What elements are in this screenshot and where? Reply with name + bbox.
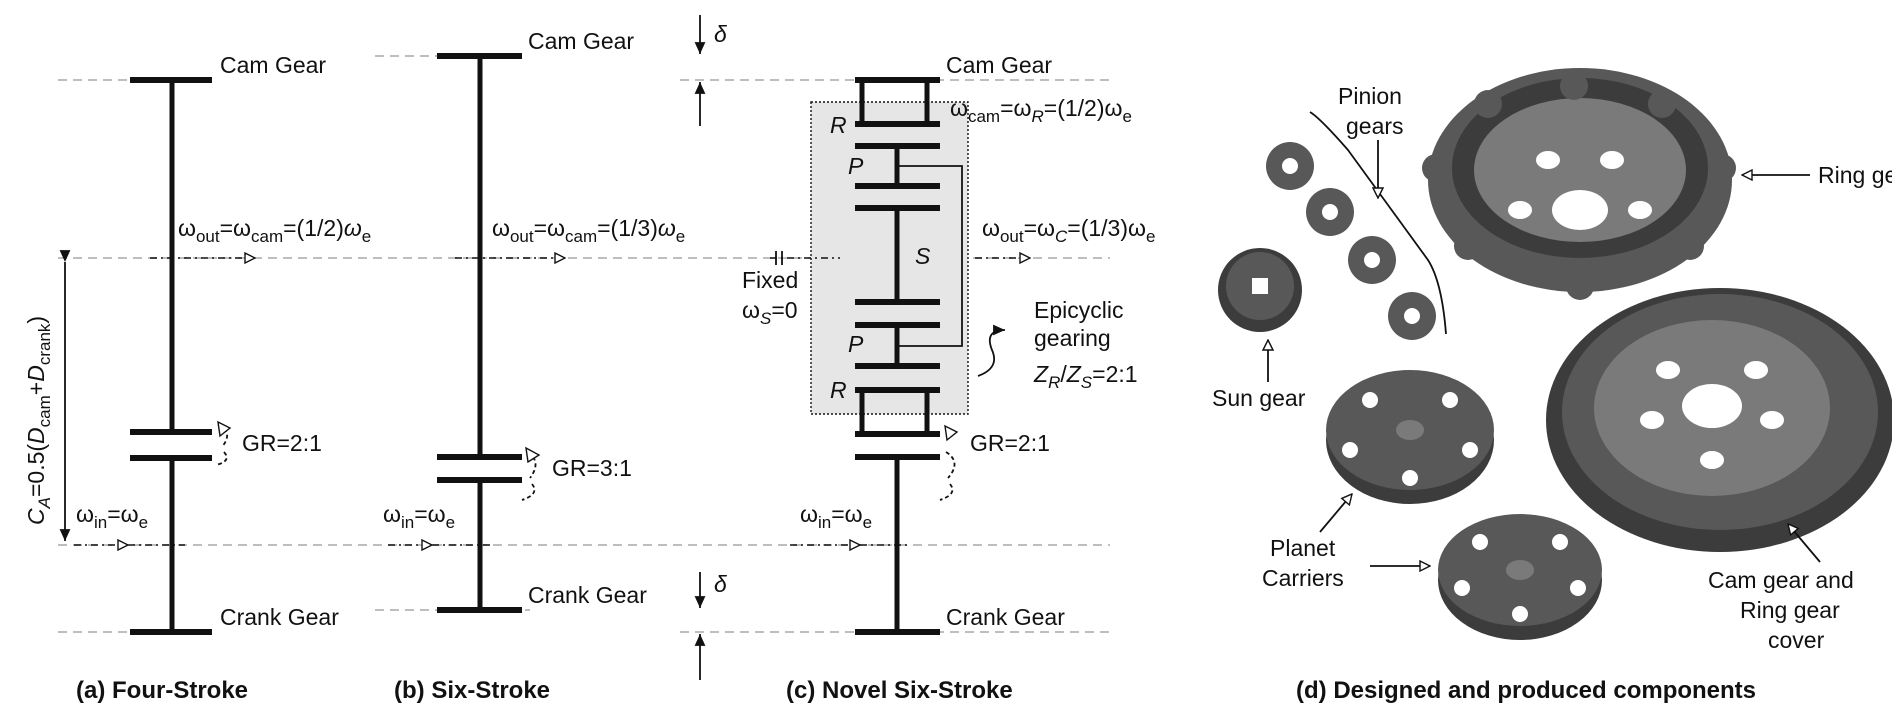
gear-ratio-label-a: GR=2:1 [242, 430, 322, 456]
crank-gear-label-b: Crank Gear [528, 582, 647, 608]
planet-carrier-part-2 [1438, 514, 1602, 640]
ring-label-bottom: R [830, 377, 847, 403]
crank-gear-label-a: Crank Gear [220, 604, 339, 630]
cam-gear-cover-label-line3: cover [1768, 627, 1825, 653]
omega-in-label-b: ωin=ωe [383, 501, 455, 532]
planet-label-bottom: P [848, 331, 864, 357]
fixed-label: Fixed [742, 267, 798, 293]
gear-ratio-label-b: GR=3:1 [552, 455, 632, 481]
center-distance-formula: CA=0.5(Dcam+Dcrank) [23, 316, 54, 525]
gear-ratio-label-c: GR=2:1 [970, 430, 1050, 456]
delta-label-top: δ [714, 21, 727, 47]
ring-label-top: R [830, 112, 847, 138]
six-stroke-schematic: Cam Gear Crank Gear ωout=ωcam=(1/3)ωe ωi… [383, 15, 727, 680]
sun-gear-label: Sun gear [1212, 385, 1306, 411]
cam-gear-cover-label-line2: Ring gear [1740, 597, 1840, 623]
caption-components: (d) Designed and produced components [1296, 677, 1756, 704]
planet-carrier-part-1 [1326, 370, 1494, 504]
pinion-label-line1: Pinion [1338, 83, 1402, 109]
cam-gear-cover-label-line1: Cam gear and [1708, 567, 1854, 593]
cam-gear-label-b: Cam Gear [528, 28, 634, 54]
pinion-label-line2: gears [1346, 113, 1404, 139]
planet-carriers-label-line2: Carriers [1262, 565, 1344, 591]
epicyclic-label-line1: Epicyclic [1034, 297, 1123, 323]
caption-novel-six-stroke: (c) Novel Six-Stroke [786, 677, 1013, 704]
caption-four-stroke: (a) Four-Stroke [76, 677, 248, 704]
gear-ratio-zr-zs-label: ZR/ZS=2:1 [1033, 361, 1138, 392]
omega-out-label-b: ωout=ωcam=(1/3)ωe [492, 215, 685, 246]
pinion-gears-part [1266, 142, 1436, 340]
caption-six-stroke: (b) Six-Stroke [394, 677, 550, 704]
cam-gear-part [1546, 288, 1892, 552]
sun-label: S [915, 243, 931, 269]
planet-carriers-label-line1: Planet [1270, 535, 1336, 561]
omega-sun-fixed-label: ωS=0 [742, 297, 798, 328]
novel-six-stroke-schematic: R P S P R Cam Gear Crank Gear ωcam=ωR=(1… [742, 52, 1155, 635]
omega-cam-label-c: ωcam=ωR=(1/2)ωe [950, 95, 1132, 126]
ring-gear-part [1422, 68, 1736, 300]
four-stroke-schematic: Cam Gear Crank Gear ωout=ωcam=(1/2)ωe ωi… [23, 52, 371, 635]
omega-out-label-a: ωout=ωcam=(1/2)ωe [178, 215, 371, 246]
ring-gear-label: Ring gear [1818, 162, 1892, 188]
cam-gear-label-a: Cam Gear [220, 52, 326, 78]
delta-label-bottom: δ [714, 571, 727, 597]
planet-label-top: P [848, 153, 864, 179]
sun-gear-part [1218, 248, 1302, 332]
omega-in-label-c: ωin=ωe [800, 501, 872, 532]
cam-gear-label-c: Cam Gear [946, 52, 1052, 78]
omega-out-label-c: ωout=ωC=(1/3)ωe [982, 215, 1155, 246]
omega-in-label-a: ωin=ωe [76, 501, 148, 532]
planet-carrier-box [810, 101, 969, 415]
components-illustration: Pinion gears Ring gear Sun gear Planet C… [1212, 68, 1892, 653]
crank-gear-label-c: Crank Gear [946, 604, 1065, 630]
epicyclic-label-line2: gearing [1034, 325, 1111, 351]
